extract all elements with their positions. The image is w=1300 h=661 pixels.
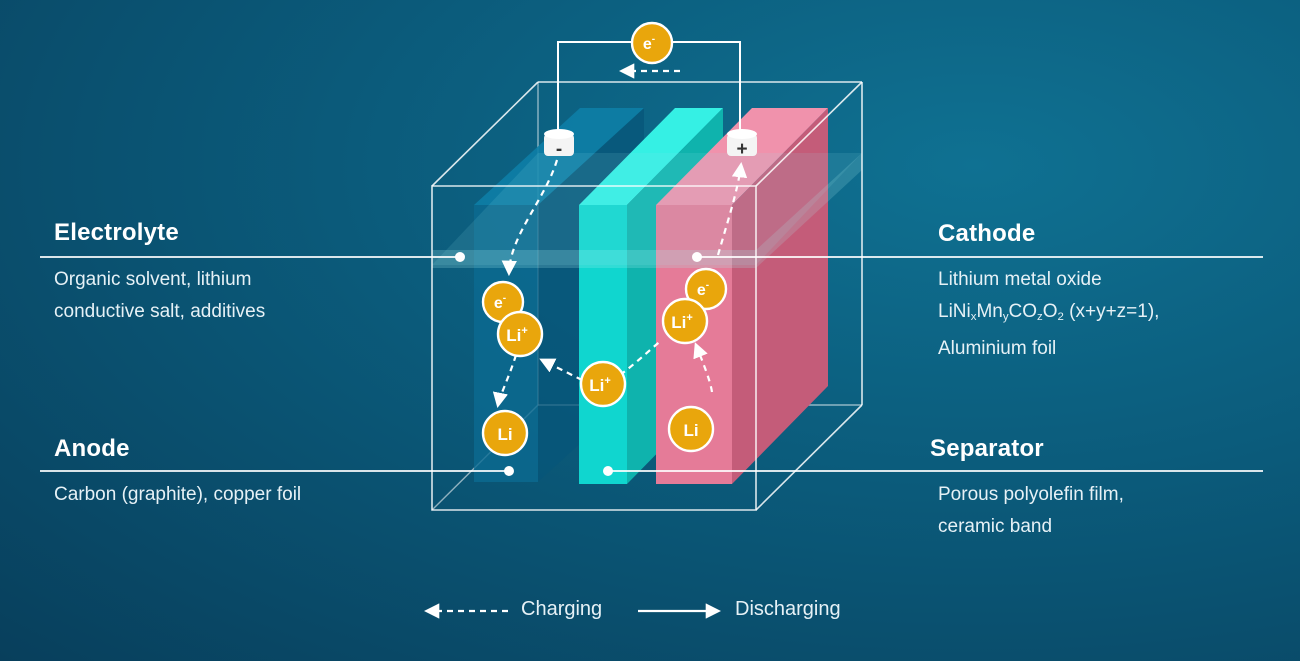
electrolyte-line-2: conductive salt, additives [54,301,266,322]
legend-discharging-label: Discharging [735,598,841,620]
anode-description: Carbon (graphite), copper foil [54,479,301,511]
electrolyte-leader-line [40,256,460,258]
negative-terminal: - [544,129,574,160]
separator-description: Porous polyolefin film, ceramic band [938,479,1124,543]
electron-cathode: e- [684,267,728,311]
separator-line-1: Porous polyolefin film, [938,484,1124,505]
lithium-ion-anode: Li+ [496,310,544,358]
svg-text:Li: Li [497,425,512,444]
cathode-description: Lithium metal oxide LiNixMnyCOzO2 (x+y+z… [938,264,1159,365]
cathode-title: Cathode [938,220,1036,247]
svg-text:e-: e- [697,280,709,299]
positive-terminal-label: + [736,139,747,160]
electron-top: e- [630,21,674,65]
cell-casing-front [431,81,863,511]
svg-text:e-: e- [643,34,655,53]
lithium-ion-cathode: Li+ [661,297,709,345]
svg-text:e-: e- [494,293,506,312]
svg-text:Li+: Li+ [589,375,611,395]
flow-arrows [492,159,748,409]
svg-text:Li+: Li+ [506,325,528,345]
legend-charging-label: Charging [521,598,603,620]
cathode-leader-line [697,256,1263,258]
anode-leader-line [40,470,509,472]
cathode-line-3: Aluminium foil [938,337,1057,359]
svg-text:Li+: Li+ [671,312,693,332]
cathode-formula: LiNixMnyCOzO2 (x+y+z=1), [938,301,1160,323]
positive-terminal: + [727,129,757,160]
electrolyte-line-1: Organic solvent, lithium [54,269,252,290]
lithium-cathode: Li [667,405,715,453]
separator-leader-line [608,470,1263,472]
separator-line-2: ceramic band [938,516,1053,537]
electrolyte-title: Electrolyte [54,219,179,246]
negative-terminal-label: - [556,139,562,160]
lithium-anode: Li [481,409,529,457]
lithium-ion-separator: Li+ [579,360,627,408]
cathode-line-1: Lithium metal oxide [938,269,1102,290]
anode-title: Anode [54,435,130,462]
anode-line-1: Carbon (graphite), copper foil [54,484,302,505]
electrolyte-description: Organic solvent, lithium conductive salt… [54,264,265,328]
svg-text:Li: Li [683,421,698,440]
separator-title: Separator [930,435,1044,462]
